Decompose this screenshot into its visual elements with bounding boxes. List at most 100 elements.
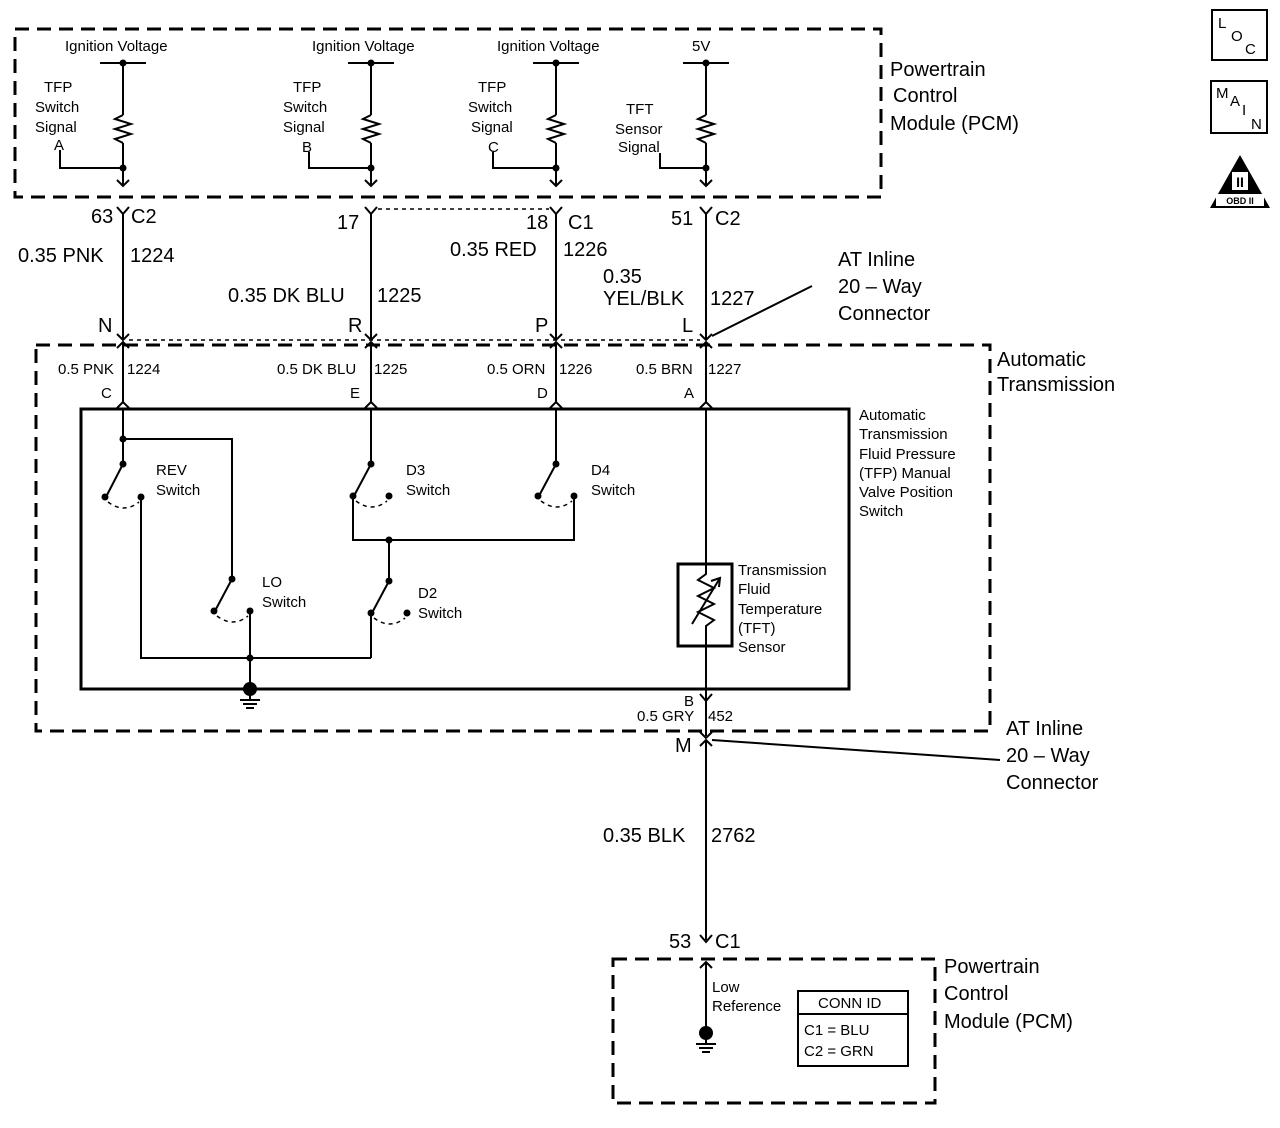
ign-voltage-1: Ignition Voltage [65,38,168,55]
tfp-b-label-3: Signal [283,119,325,136]
svg-text:P: P [535,315,548,337]
tfp-switch-label-6: Switch [859,503,903,520]
wire-2762-circuit: 2762 [711,825,756,847]
svg-text:E: E [350,385,360,402]
ign-voltage-3: Ignition Voltage [497,38,600,55]
svg-text:B: B [684,693,694,710]
rev-switch-label-1: REV [156,462,187,479]
conn-id-row-1: C1 = BLU [804,1022,869,1039]
pcm-pin-63: 63 C2 [91,206,157,228]
tfp-c-label-3: Signal [471,119,513,136]
wire-1227-gauge: 0.35 [603,266,642,288]
trans-wire-2-color: 0.5 DK BLU [277,361,356,378]
tft-signal-label-2: Sensor [615,121,663,138]
tft-sensor-label-1: Transmission [738,562,827,579]
svg-text:A: A [684,385,694,402]
d2-switch-label-2: Switch [418,605,462,622]
pcm-bottom-title-2: Control [944,983,1008,1005]
trans-wire-5-circuit: 452 [708,708,733,725]
tft-sensor-label-5: Sensor [738,639,786,656]
inline-bottom-leader [711,739,1001,761]
d4-switch-label-1: D4 [591,462,610,479]
trans-wire-4-circuit: 1227 [708,361,741,378]
svg-text:C1: C1 [568,212,594,234]
transmission-box [34,343,992,733]
trans-wire-3-color: 0.5 ORN [487,361,545,378]
tft-sensor-label-2: Fluid [738,581,771,598]
conn-id-row-2: C2 = GRN [804,1043,874,1060]
trans-wire-2-circuit: 1225 [374,361,407,378]
inline-pin-P: P [535,315,563,349]
svg-text:II: II [1236,174,1244,190]
svg-text:OBD II: OBD II [1226,196,1254,206]
d2-switch-label-1: D2 [418,585,437,602]
main-badge: M A I N [1210,80,1268,134]
assembly-pin-A: A [684,385,713,409]
svg-text:R: R [348,315,362,337]
pcm-bottom-title-1: Powertrain [944,956,1040,978]
svg-text:51: 51 [671,208,693,230]
svg-text:D: D [537,385,548,402]
conn-id-title: CONN ID [818,995,882,1012]
low-reference-label-1: Low [712,979,740,996]
wire-1224-circuit: 1224 [130,245,175,267]
inline-pin-R: R [348,315,378,349]
tfp-c-label-2: Switch [468,99,512,116]
wire-1225-color: 0.35 DK BLU [228,285,345,307]
svg-text:C: C [1245,41,1256,58]
svg-text:A: A [1230,93,1240,110]
tfp-b-label-2: Switch [283,99,327,116]
low-reference-label-2: Reference [712,998,781,1015]
tfp-switch-label-4: (TFP) Manual [859,465,951,482]
transmission-title-2: Transmission [997,374,1115,396]
wire-2762-color: 0.35 BLK [603,825,686,847]
d3-switch-label-2: Switch [406,482,450,499]
inline-bottom-label-1: AT Inline [1006,718,1083,740]
tfp-c-label-4: C [488,139,499,156]
wire-1225-circuit: 1225 [377,285,422,307]
trans-wire-3-circuit: 1226 [559,361,592,378]
inline-pin-L: L [682,315,713,349]
svg-text:53: 53 [669,931,691,953]
inline-top-label-1: AT Inline [838,249,915,271]
trans-wire-4-color: 0.5 BRN [636,361,693,378]
svg-text:17: 17 [337,212,359,234]
tfp-a-label-1: TFP [44,79,72,96]
pcm-top-title-1: Powertrain [890,59,986,81]
low-reference-ground [696,960,716,1053]
svg-text:L: L [682,315,693,337]
svg-text:C: C [101,385,112,402]
inline-top-label-3: Connector [838,303,931,325]
tfp-b-label-1: TFP [293,79,321,96]
inline-bottom-label-2: 20 – Way [1006,745,1090,767]
svg-text:O: O [1231,28,1243,45]
transmission-title-1: Automatic [997,349,1086,371]
rev-switch [101,460,145,509]
wire-1227-color: YEL/BLK [603,288,685,310]
pcm-pin-51: 51 C2 [671,206,741,230]
tfp-switch-label-2: Transmission [859,426,948,443]
pcm-bottom-title-3: Module (PCM) [944,1011,1073,1033]
pcm-pin-18: 18 C1 [526,206,594,234]
inline-top-leader [711,285,813,337]
ign-voltage-2: Ignition Voltage [312,38,415,55]
trans-wire-1-color: 0.5 PNK [58,361,114,378]
svg-text:L: L [1218,15,1226,32]
five-volt-label: 5V [692,38,710,55]
tft-sensor-label-4: (TFT) [738,620,775,637]
assembly-pin-D: D [537,385,563,409]
svg-text:M: M [675,735,692,757]
svg-text:63: 63 [91,206,113,228]
trans-wire-1-circuit: 1224 [127,361,160,378]
pcm-top-box [13,27,883,199]
svg-text:18: 18 [526,212,548,234]
pcm-top-title-3: Module (PCM) [890,113,1019,135]
d2-switch [367,577,411,625]
tft-signal-label-1: TFT [626,101,654,118]
wire-1227-circuit: 1227 [710,288,755,310]
conn-id-table: CONN ID C1 = BLU C2 = GRN [797,990,909,1067]
tft-signal-label-3: Signal [618,139,660,156]
pcm-bottom-box [611,957,937,1105]
ground-symbol-trans [240,682,260,709]
